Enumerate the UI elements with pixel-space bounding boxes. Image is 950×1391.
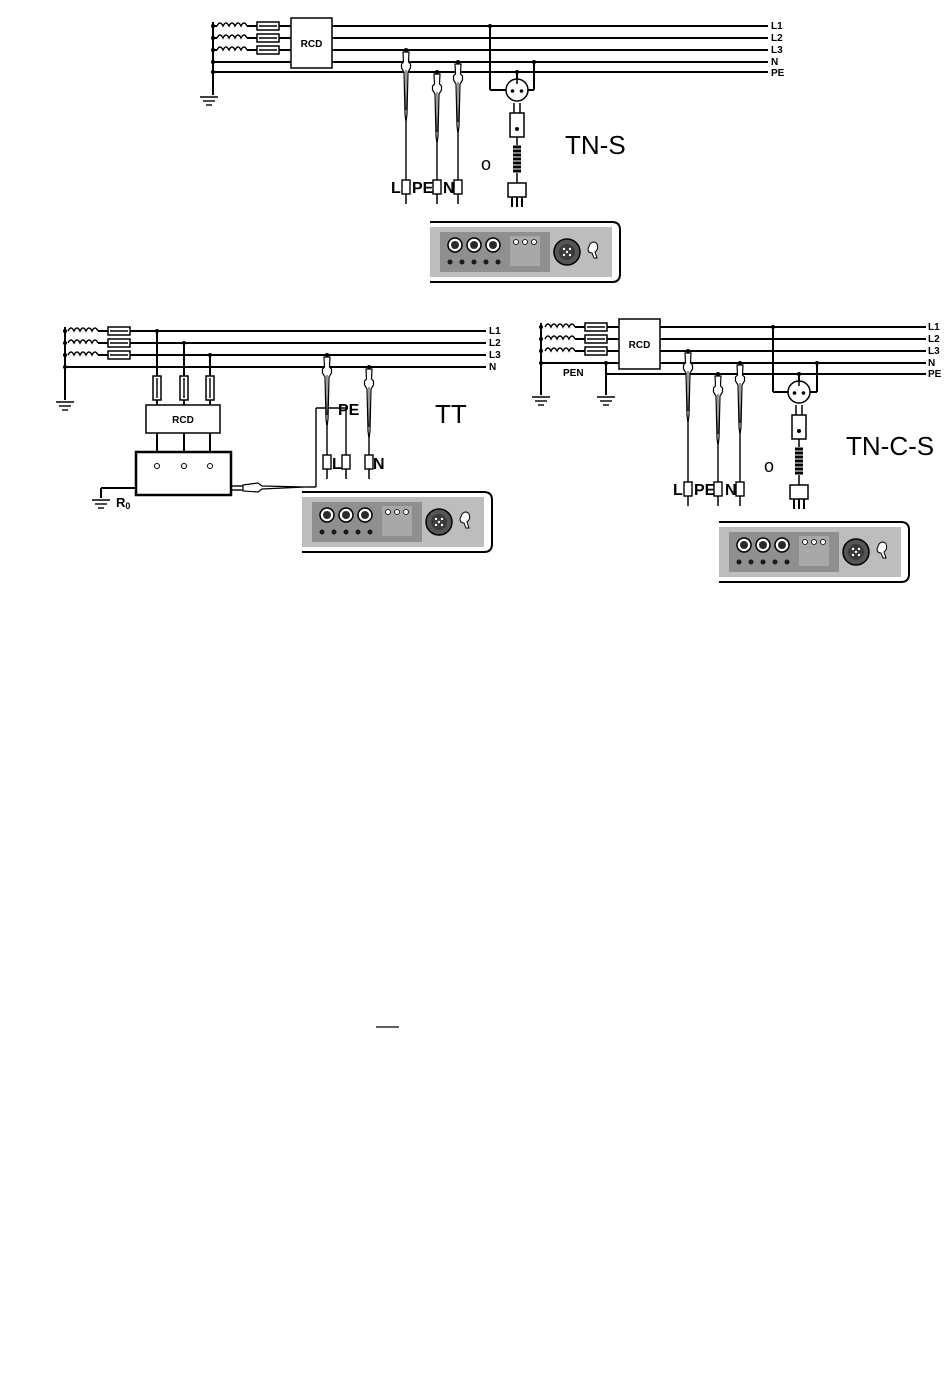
- probe-label-n: N: [443, 180, 455, 197]
- line-label-pe: PE: [928, 369, 942, 380]
- test-probe-n: [365, 369, 374, 439]
- earth-resistance-label: R0: [116, 495, 130, 511]
- test-probe-pe: [433, 74, 442, 144]
- diagram-tns: RCD L1 L2 L3 N PE L PE N o: [200, 18, 785, 282]
- line-label-l2: L2: [928, 334, 940, 345]
- line-label-l3: L3: [928, 346, 940, 357]
- line-label-pe: PE: [771, 68, 785, 79]
- diagram-title-tns: TN-S: [565, 130, 626, 160]
- diagram-tncs: PEN RCD L1 L2 L3 N PE L PE N: [532, 319, 942, 582]
- tester-panel-tncs: [719, 522, 909, 582]
- test-probe-l: [323, 357, 332, 427]
- or-label: o: [764, 456, 774, 476]
- test-probe-n: [454, 64, 463, 134]
- probe-label-pe: PE: [412, 180, 434, 197]
- line-label-n: N: [771, 57, 778, 68]
- probe-label-n: N: [725, 482, 737, 499]
- test-probe-n: [736, 365, 745, 435]
- diagram-title-tt: TT: [435, 399, 467, 429]
- socket-outlet: [506, 79, 528, 101]
- probe-label-n: N: [373, 456, 385, 473]
- test-probe-l: [684, 353, 693, 423]
- line-label-l2: L2: [771, 33, 783, 44]
- probe-label-pe: PE: [694, 482, 716, 499]
- probe-label-l: L: [673, 482, 683, 499]
- line-label-l2: L2: [489, 338, 501, 349]
- line-label-l1: L1: [928, 322, 940, 333]
- line-label-n: N: [928, 358, 935, 369]
- rcd-label: RCD: [629, 340, 651, 351]
- line-label-l3: L3: [489, 350, 501, 361]
- rcd-label: RCD: [172, 415, 194, 426]
- line-label-l3: L3: [771, 45, 783, 56]
- probe-label-l: L: [391, 180, 401, 197]
- line-label-n: N: [489, 362, 496, 373]
- line-label-l1: L1: [771, 21, 783, 32]
- test-probe-pe: [714, 376, 723, 446]
- or-label: o: [481, 154, 491, 174]
- socket-outlet: [788, 381, 810, 403]
- diagram-tt: L1 L2 L3 N RCD R0: [56, 326, 501, 552]
- pen-label: PEN: [563, 368, 584, 379]
- test-probe-l: [402, 52, 411, 122]
- pe-label: PE: [338, 402, 360, 419]
- diagram-title-tncs: TN-C-S: [846, 431, 934, 461]
- load-enclosure: [136, 452, 231, 495]
- socket-adapter-plug: [790, 405, 808, 509]
- probe-label-l: L: [332, 456, 342, 473]
- tester-panel-tns: [430, 222, 620, 282]
- tester-panel-tt: [302, 492, 492, 552]
- line-label-l1: L1: [489, 326, 501, 337]
- rcd-label: RCD: [301, 39, 323, 50]
- socket-adapter-plug: [508, 103, 526, 207]
